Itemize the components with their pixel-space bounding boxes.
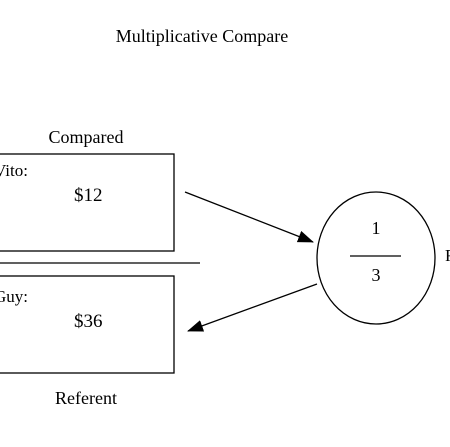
compared-name: Vito:: [0, 161, 28, 180]
compared-amount: $12: [74, 185, 103, 206]
compared-box: [0, 153, 175, 252]
ratio-denominator: 3: [371, 265, 381, 285]
ratio-circle: [316, 191, 436, 325]
arrow-compared-to-ratio: [184, 191, 314, 243]
arrow-ratio-to-referent: [187, 283, 318, 332]
diagram-title: Multiplicative Compare: [115, 26, 289, 46]
referent-label: Referent: [55, 388, 117, 408]
ratio-side-label: R: [445, 247, 450, 264]
referent-name: Guy:: [0, 287, 28, 306]
referent-box: [0, 275, 175, 374]
compared-label: Compared: [48, 127, 124, 147]
ratio-numerator: 1: [371, 218, 381, 238]
referent-amount: $36: [74, 311, 103, 332]
